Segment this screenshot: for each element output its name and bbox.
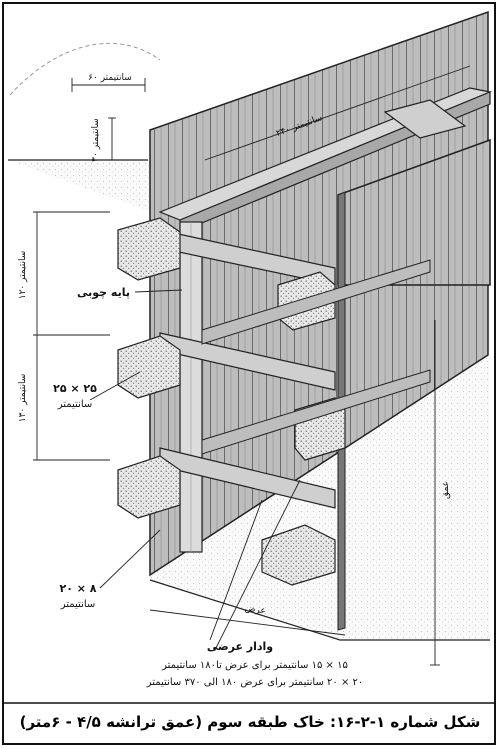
- wood-post-label: پایه چوبی: [77, 286, 130, 299]
- plank-size-unit-label: سانتیمتر: [60, 599, 96, 610]
- wood-post: [179, 221, 203, 553]
- cross-brace-note-1: ۱۵ × ۱۵ سانتیمتر برای عرض تا۱۸۰ سانتیمتر: [161, 660, 348, 671]
- cross-brace-note-2: ۲۰ × ۲۰ سانتیمتر برای عرض ۱۸۰ الی ۳۷۰ سا…: [146, 677, 364, 688]
- strut-size-label: ۲۵ × ۲۵: [53, 382, 97, 395]
- strut-level-1: [117, 217, 336, 331]
- leader-lines: [89, 289, 301, 651]
- dimension-lines: [33, 65, 471, 666]
- top-waler: [158, 87, 493, 233]
- cross-brace-label: وادار عرضی: [207, 640, 273, 653]
- strut-level-3: [117, 447, 336, 586]
- figure-caption: شکل شماره ۱-۲-۱۶: خاک طبقه سوم (عمق تران…: [19, 713, 481, 731]
- strut-size-unit-label: سانتیمتر: [57, 399, 93, 410]
- width-label: عرض: [244, 604, 266, 617]
- depth-label: عمق: [441, 481, 451, 499]
- top-depth-label: ۳۰ سانتیمتر: [91, 118, 101, 162]
- vertical-spacing-2-label: ۱۳۰ سانتیمتر: [18, 374, 28, 422]
- walers: [201, 259, 431, 455]
- component-labels: پایه چوبی ۲۵ × ۲۵ سانتیمتر ۲۰ × ۸ سانتیم…: [53, 286, 363, 688]
- vertical-spacing-1-label: ۱۲۰ سانتیمتر: [18, 251, 28, 299]
- strut-level-2: [117, 332, 346, 461]
- plank-size-label: ۲۰ × ۸: [59, 582, 96, 595]
- top-width-label: ۶۰ سانتیمتر: [88, 73, 132, 83]
